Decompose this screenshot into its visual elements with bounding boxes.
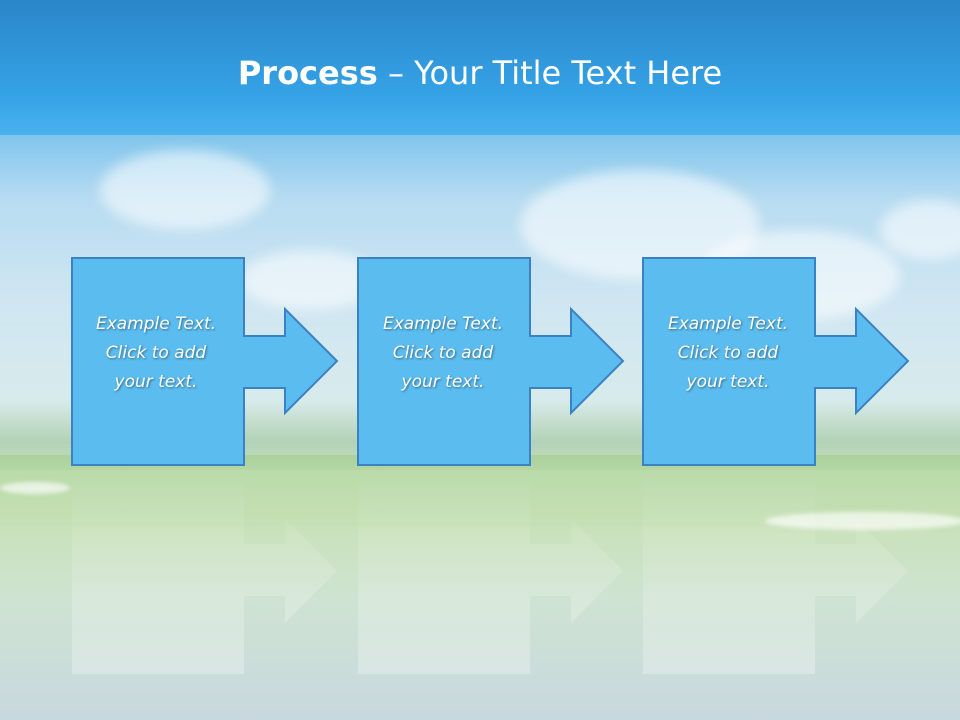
step-2-text[interactable]: Example Text. Click to add your text. xyxy=(357,310,529,397)
step-3-text[interactable]: Example Text. Click to add your text. xyxy=(642,310,814,397)
step-text-line: your text. xyxy=(401,372,485,392)
step-2-arrow-box[interactable] xyxy=(357,257,625,466)
step-3-arrow-box[interactable] xyxy=(642,257,910,466)
title-rest: – Your Title Text Here xyxy=(377,54,723,92)
cloud xyxy=(240,250,380,310)
step-text-line: Click to add xyxy=(677,343,779,363)
cloud xyxy=(100,150,270,230)
step-1-reflection xyxy=(72,467,337,674)
step-text-line: Example Text. xyxy=(95,314,217,334)
step-text-line: your text. xyxy=(114,372,198,392)
step-text-line: Example Text. xyxy=(382,314,504,334)
title-band xyxy=(0,0,960,135)
step-text-line: Example Text. xyxy=(667,314,789,334)
step-1-arrow-box[interactable] xyxy=(71,257,339,466)
step-2-reflection xyxy=(358,467,623,674)
process-steps xyxy=(71,257,910,674)
step-3-reflection xyxy=(643,467,908,674)
sand-trap xyxy=(0,482,70,494)
step-text-line: Click to add xyxy=(105,343,207,363)
cloud xyxy=(880,200,960,260)
step-text-line: Click to add xyxy=(392,343,494,363)
step-1-text[interactable]: Example Text. Click to add your text. xyxy=(70,310,242,397)
step-text-line: your text. xyxy=(686,372,770,392)
slide-title[interactable]: Process – Your Title Text Here xyxy=(0,54,960,92)
title-bold: Process xyxy=(237,54,378,92)
